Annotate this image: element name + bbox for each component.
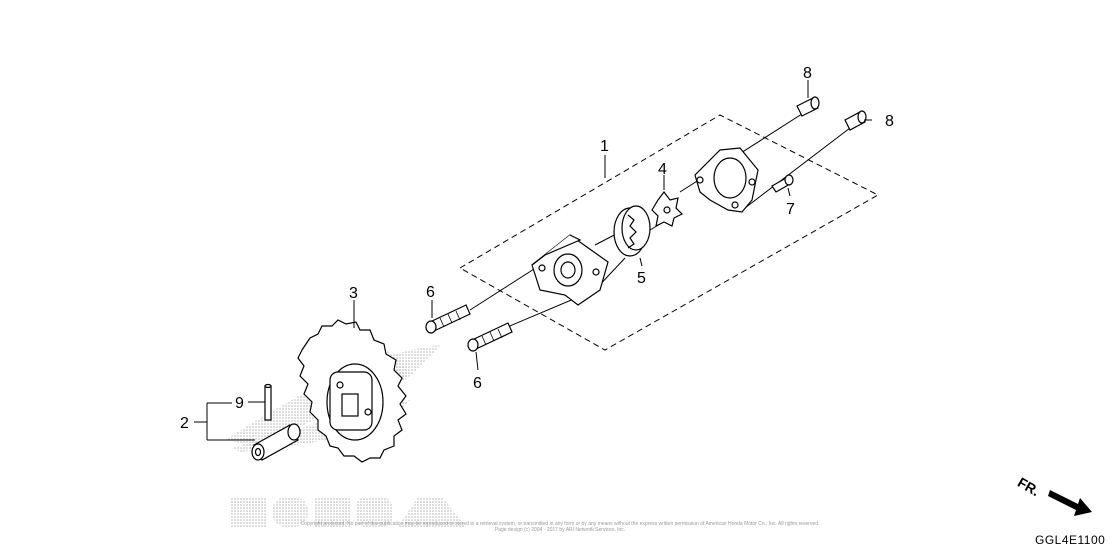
callout-6-lower: 6 [473, 375, 482, 392]
dowel-collar-upper [796, 96, 820, 117]
callout-1: 1 [600, 138, 609, 155]
flange-bolt-lower [467, 322, 513, 352]
drive-gear [297, 319, 407, 463]
callout-5: 5 [637, 270, 646, 287]
callout-8-upper: 8 [803, 65, 812, 82]
copyright-line-2: Page design (c) 2004 - 2017 by ARI Netwo… [494, 527, 626, 533]
flange-bolt-upper [425, 304, 471, 334]
callout-3: 3 [349, 285, 358, 302]
dowel-pin [264, 383, 272, 421]
outer-rotor [613, 205, 651, 257]
callout-9: 9 [235, 395, 244, 412]
copyright-line-1: Copyright protected. No part of this pub… [300, 521, 820, 527]
assembly-boundary [458, 114, 880, 351]
dowel-collar-lower [844, 110, 867, 131]
cover-screw [771, 174, 794, 193]
pump-cover [694, 147, 759, 213]
callout-4: 4 [658, 161, 667, 178]
callout-7: 7 [786, 201, 795, 218]
front-arrow-icon [1048, 490, 1092, 516]
inner-rotor [651, 191, 684, 228]
callout-8-lower: 8 [885, 113, 894, 130]
diagram-code: GGL4E1100 [1035, 533, 1106, 547]
pump-shaft [251, 423, 301, 461]
pump-body [531, 234, 609, 306]
callout-6-upper: 6 [426, 284, 435, 301]
callout-2: 2 [180, 415, 189, 432]
leader-lines [194, 80, 872, 441]
copyright-notice: Copyright protected. No part of this pub… [300, 521, 820, 533]
